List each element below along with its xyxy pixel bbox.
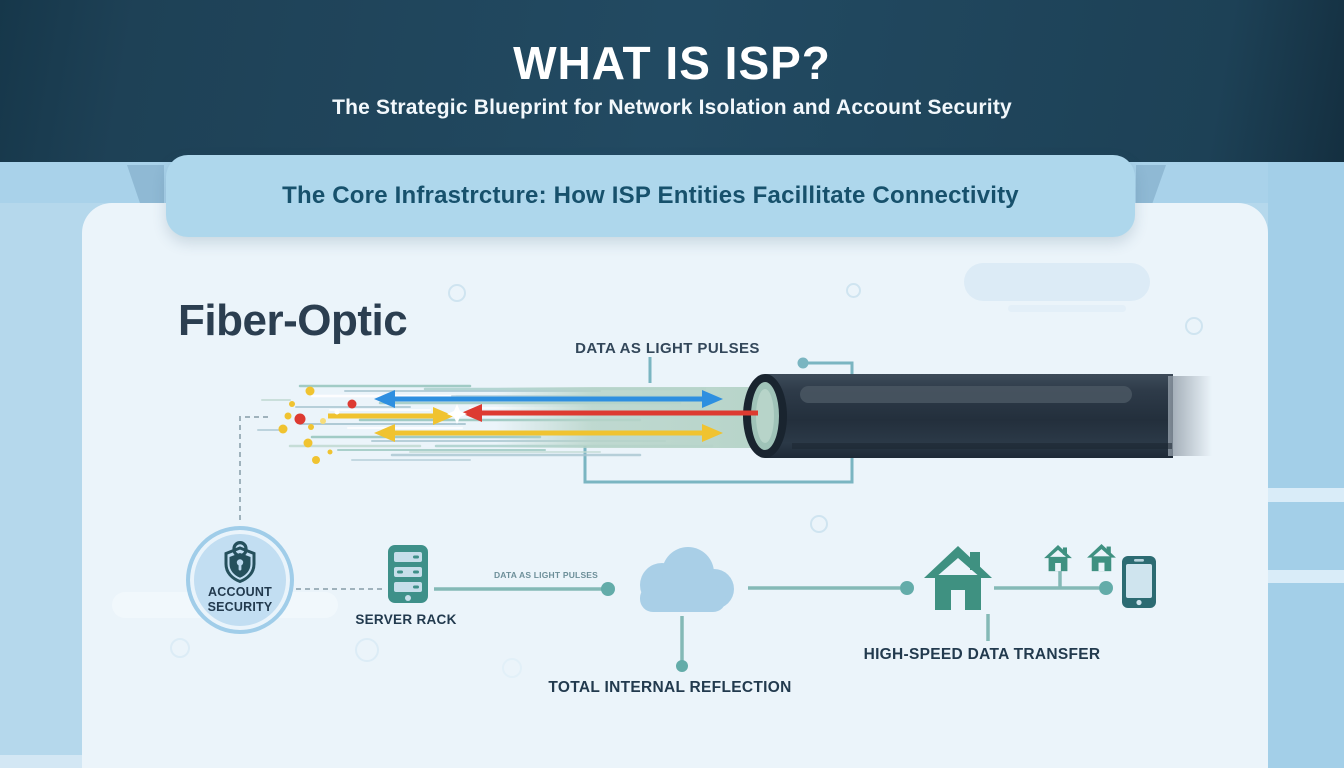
house-label: HIGH-SPEED DATA TRANSFER	[863, 646, 1101, 663]
house-icon	[1087, 544, 1116, 572]
house-icon	[1044, 545, 1072, 572]
page-title: WHAT IS ISP?	[513, 37, 831, 89]
cloud-label: TOTAL INTERNAL REFLECTION	[548, 679, 792, 696]
background-block-right-1	[1268, 162, 1344, 488]
server-rack-label: SERVER RACK	[355, 612, 457, 627]
decor-bubble	[846, 283, 861, 298]
background-block-right-2	[1268, 502, 1344, 570]
section-banner: The Core Infrastrcture: How ISP Entities…	[166, 155, 1135, 237]
decor-bubble	[170, 638, 190, 658]
background-block-right-3	[1268, 583, 1344, 768]
header-band: WHAT IS ISP? The Strategic Blueprint for…	[0, 0, 1344, 162]
account-security-label: ACCOUNT SECURITY	[208, 585, 273, 615]
cloud-icon	[640, 547, 734, 612]
fiber-optic-heading: Fiber-Optic	[178, 296, 408, 345]
account-security-node: ACCOUNT SECURITY	[186, 526, 294, 634]
decor-pill	[964, 263, 1150, 301]
house-icon	[924, 546, 992, 610]
decor-pill	[1008, 305, 1126, 312]
background-gap-right-2	[1268, 570, 1344, 583]
account-label-line1: ACCOUNT	[208, 585, 272, 599]
decor-bubble	[1185, 317, 1203, 335]
server-rack-icon	[388, 545, 428, 603]
background-gap-right-1	[1268, 488, 1344, 502]
account-label-line2: SECURITY	[207, 600, 273, 614]
smartphone-icon	[1122, 556, 1156, 608]
decor-bubble	[502, 658, 522, 678]
link-label-data-as-light-pulses: DATA AS LIGHT PULSES	[493, 570, 599, 580]
decor-bubble	[448, 284, 466, 302]
decor-bubble	[355, 638, 379, 662]
shield-lock-icon	[224, 541, 256, 583]
page-subtitle: The Strategic Blueprint for Network Isol…	[332, 96, 1012, 119]
cable-label: DATA AS LIGHT PULSES	[575, 340, 760, 357]
section-banner-title: The Core Infrastrcture: How ISP Entities…	[282, 182, 1019, 209]
decor-bubble	[810, 515, 828, 533]
